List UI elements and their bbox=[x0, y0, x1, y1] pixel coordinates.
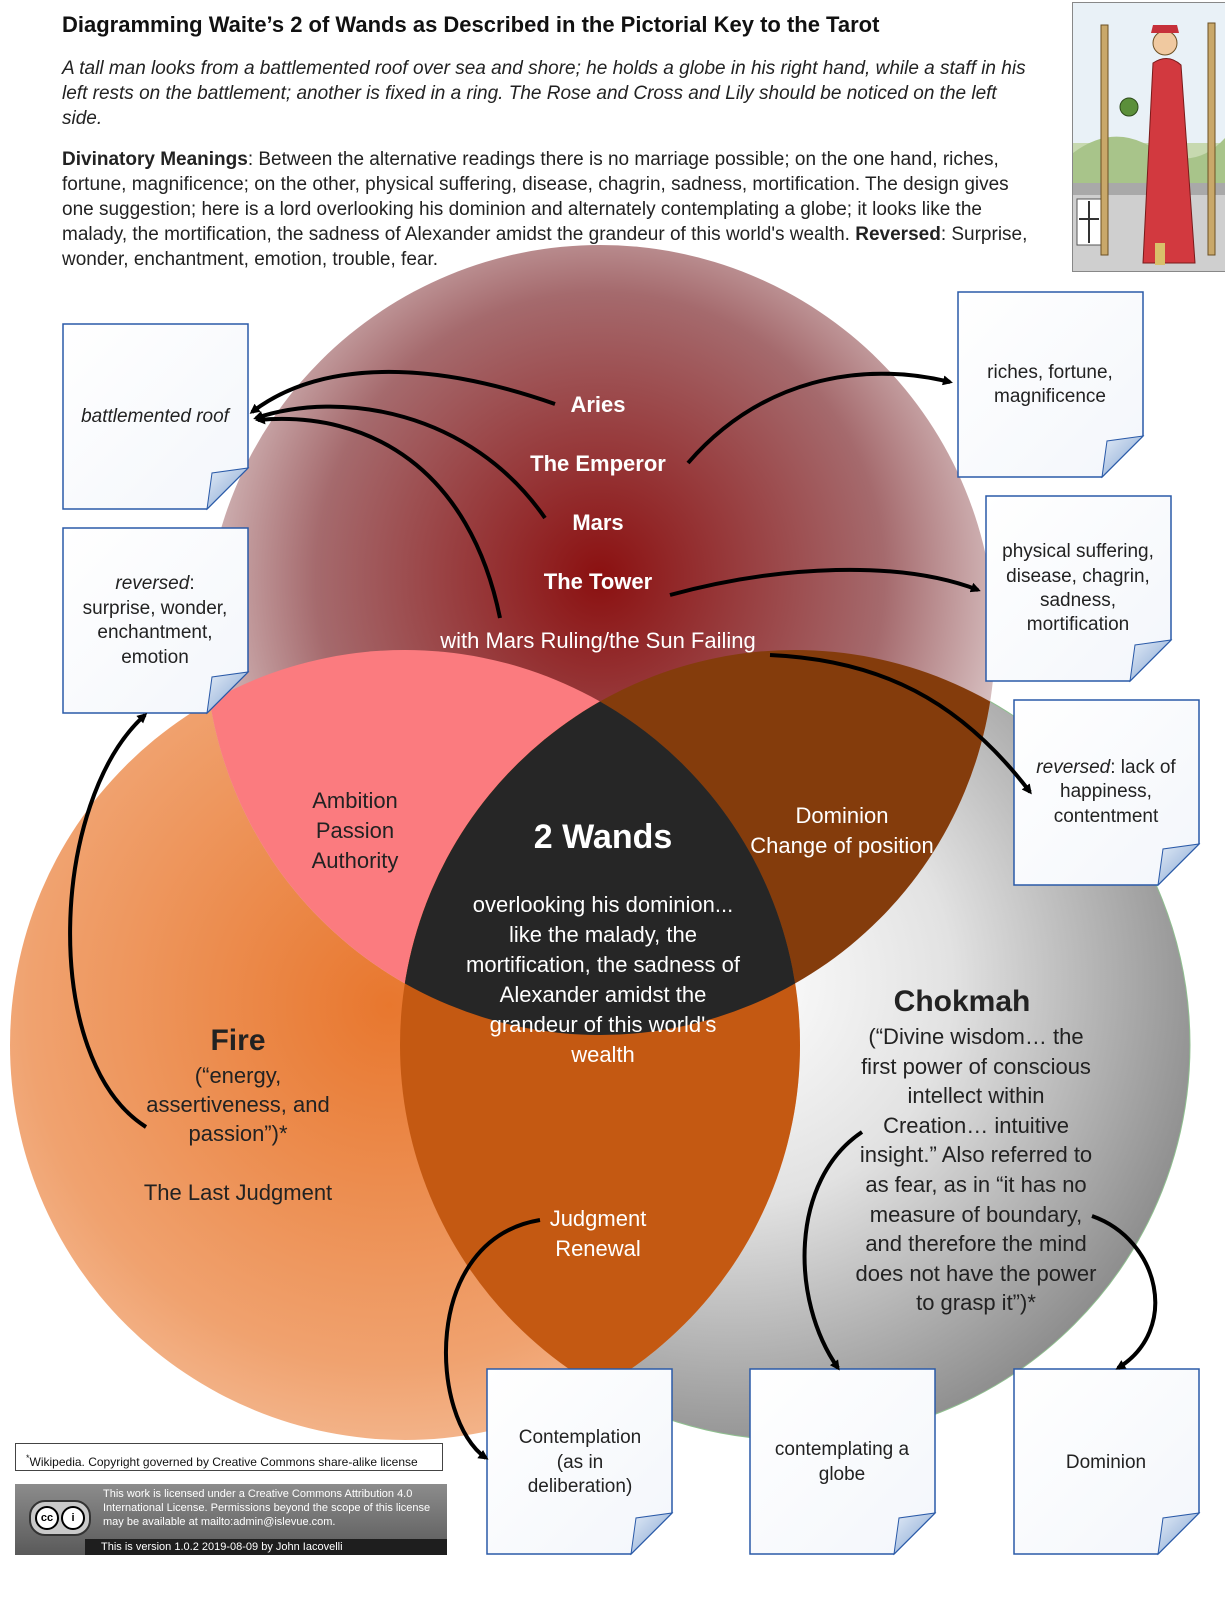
note-physical-suffering: physical suffering, disease, chagrin, sa… bbox=[985, 495, 1173, 683]
renewal-label: Renewal bbox=[555, 1236, 641, 1261]
reversed-label: Reversed bbox=[855, 224, 941, 245]
note-text: Dominion bbox=[1066, 1452, 1146, 1473]
fire-line: passion”)* bbox=[188, 1121, 287, 1146]
fire-title: Fire bbox=[210, 1024, 265, 1057]
center-line: wealth bbox=[570, 1042, 635, 1067]
note-text: surprise, wonder, bbox=[83, 598, 228, 619]
note-text: riches, fortune, bbox=[987, 362, 1113, 383]
license-block: cc i This work is licensed under a Creat… bbox=[15, 1484, 447, 1555]
center-title: 2 Wands bbox=[534, 818, 673, 856]
judgment-label: Judgment bbox=[550, 1206, 647, 1231]
note-text: globe bbox=[819, 1464, 866, 1485]
chokmah-line: first power of conscious bbox=[861, 1054, 1091, 1079]
note-reversed-left: reversed: surprise, wonder, enchantment,… bbox=[62, 527, 250, 715]
arrow-aries-to-roof bbox=[249, 369, 556, 414]
fire-line: (“energy, bbox=[195, 1063, 281, 1088]
chokmah-title: Chokmah bbox=[894, 985, 1031, 1018]
note-text: reversed: lack of bbox=[1036, 757, 1176, 778]
cc-icon: cc bbox=[35, 1506, 59, 1530]
divinatory-label: Divinatory Meanings bbox=[62, 149, 248, 170]
arrow-chokmah-to-dominion bbox=[1091, 1214, 1158, 1370]
divinatory-text: : Between the alternative readings there… bbox=[62, 149, 1009, 245]
note-colon: : bbox=[189, 573, 194, 594]
two-of-wands-illustration bbox=[1073, 3, 1225, 271]
chokmah-line: (“Divine wisdom… the bbox=[868, 1024, 1083, 1049]
note-dominion: Dominion bbox=[1013, 1368, 1201, 1556]
note-text: magnificence bbox=[994, 386, 1106, 407]
note-colon: : lack of bbox=[1110, 757, 1176, 778]
note-text: emotion bbox=[121, 647, 189, 668]
chokmah-line: to grasp it”)* bbox=[916, 1290, 1036, 1315]
attribution-icon: i bbox=[61, 1506, 85, 1530]
note-battlemented-roof: battlemented roof bbox=[62, 323, 250, 511]
license-text: This work is licensed under a Creative C… bbox=[103, 1488, 431, 1528]
note-italic-label: reversed bbox=[115, 573, 190, 594]
arrow-judgment-to-contemplation bbox=[443, 1218, 541, 1460]
note-text: reversed: bbox=[115, 573, 194, 594]
note-text: deliberation) bbox=[528, 1476, 633, 1497]
ambition-label: Ambition bbox=[312, 788, 398, 813]
chokmah-line: does not have the power bbox=[856, 1261, 1097, 1286]
fire-line: assertiveness, and bbox=[146, 1092, 329, 1117]
footnote-marker: * bbox=[26, 1453, 30, 1463]
last-judgment-label: The Last Judgment bbox=[144, 1180, 332, 1205]
arrow-chokmah-to-globe bbox=[802, 1130, 864, 1371]
note-text: (as in bbox=[557, 1452, 603, 1473]
authority-label: Authority bbox=[312, 848, 399, 873]
dominion-overlap-label: Dominion bbox=[796, 803, 889, 828]
page-title: Diagramming Waite’s 2 of Wands as Descri… bbox=[62, 12, 880, 37]
aries-label: Aries bbox=[570, 392, 625, 417]
reversed-text: : Surprise, wonder, enchantment, emotion… bbox=[62, 224, 1028, 270]
header: Diagramming Waite’s 2 of Wands as Descri… bbox=[62, 8, 1037, 272]
center-line: mortification, the sadness of bbox=[466, 952, 741, 977]
mars-ruling-label: with Mars Ruling/the Sun Failing bbox=[439, 628, 755, 653]
note-text: battlemented roof bbox=[81, 406, 231, 427]
card-description: A tall man looks from a battlemented roo… bbox=[62, 58, 1026, 129]
note-text: happiness, bbox=[1060, 781, 1152, 802]
passion-label: Passion bbox=[316, 818, 394, 843]
note-text: enchantment, bbox=[97, 622, 212, 643]
note-contemplation: Contemplation (as in deliberation) bbox=[486, 1368, 674, 1556]
arrow-fire-to-reversed bbox=[68, 712, 148, 1129]
chokmah-line: insight.” Also referred to bbox=[860, 1142, 1092, 1167]
arrow-ruling-to-reversed bbox=[769, 653, 1032, 795]
chokmah-line: as fear, as in “it has no bbox=[865, 1172, 1086, 1197]
tower-label: The Tower bbox=[544, 569, 653, 594]
note-text: mortification bbox=[1027, 614, 1129, 635]
note-text: physical suffering, bbox=[1002, 541, 1154, 562]
center-line: grandeur of this world's bbox=[490, 1012, 717, 1037]
arrow-emperor-to-riches bbox=[686, 371, 953, 465]
tarot-card-image bbox=[1072, 2, 1225, 272]
center-line: overlooking his dominion... bbox=[473, 892, 733, 917]
note-text: contentment bbox=[1054, 806, 1159, 827]
arrow-ruling-to-roof bbox=[255, 414, 502, 619]
note-riches: riches, fortune, magnificence bbox=[957, 291, 1145, 479]
note-italic-label: reversed bbox=[1036, 757, 1111, 778]
note-text: Contemplation bbox=[519, 1427, 642, 1448]
note-text: contemplating a bbox=[775, 1439, 910, 1460]
arrow-tower-to-suffering bbox=[669, 567, 981, 597]
chokmah-line: intellect within bbox=[908, 1083, 1045, 1108]
version-text: This is version 1.0.2 2019-08-09 by John… bbox=[85, 1539, 447, 1555]
note-contemplating-globe: contemplating a globe bbox=[749, 1368, 937, 1556]
center-line: like the malady, the bbox=[509, 922, 697, 947]
creative-commons-icon: cc i bbox=[29, 1500, 91, 1536]
center-overlap bbox=[400, 650, 800, 1035]
wikipedia-note: *Wikipedia. Copyright governed by Creati… bbox=[15, 1443, 443, 1471]
note-text: disease, chagrin, bbox=[1006, 566, 1150, 587]
footnote-text: Wikipedia. Copyright governed by Creativ… bbox=[29, 1455, 418, 1469]
chokmah-line: measure of boundary, bbox=[870, 1202, 1082, 1227]
divinatory-meanings: Divinatory Meanings: Between the alterna… bbox=[62, 147, 1037, 272]
chokmah-line: Creation… intuitive bbox=[883, 1113, 1069, 1138]
mars-label: Mars bbox=[572, 510, 623, 535]
note-text: sadness, bbox=[1040, 590, 1116, 611]
center-line: Alexander amidst the bbox=[500, 982, 707, 1007]
note-reversed-right: reversed: lack of happiness, contentment bbox=[1013, 699, 1201, 887]
change-position-label: Change of position bbox=[750, 833, 933, 858]
chokmah-line: and therefore the mind bbox=[865, 1231, 1086, 1256]
arrow-mars-to-roof bbox=[253, 404, 547, 520]
emperor-label: The Emperor bbox=[530, 451, 666, 476]
